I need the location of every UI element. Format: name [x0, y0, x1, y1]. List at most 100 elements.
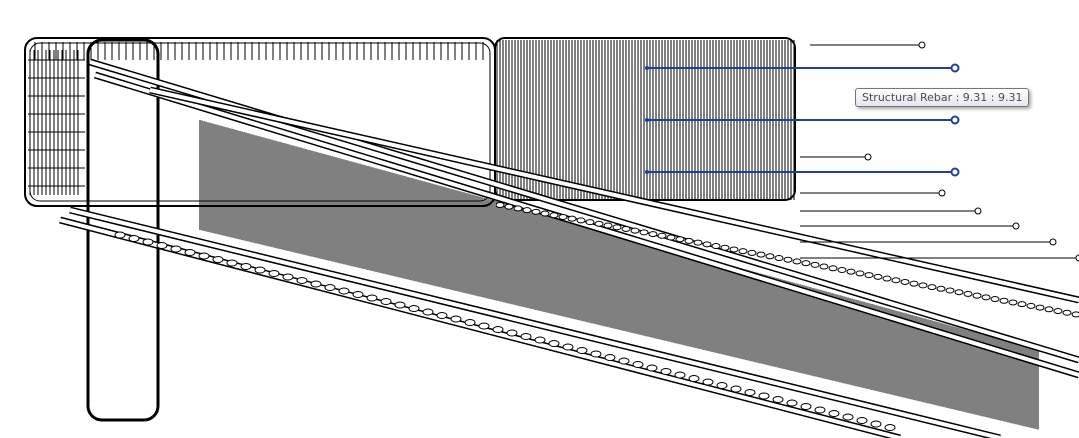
tie-link: [450, 315, 462, 323]
tie-link: [738, 248, 748, 255]
tie-link: [855, 270, 865, 277]
tie-link: [954, 289, 964, 296]
tie-link: [594, 220, 604, 227]
tie-link: [774, 255, 784, 262]
tie-link: [338, 287, 350, 295]
tie-link: [702, 241, 712, 248]
tie-link: [666, 234, 676, 241]
tie-link: [693, 239, 703, 246]
leader-end-icon: [974, 207, 982, 215]
tie-link: [891, 277, 901, 284]
tie-link: [688, 375, 700, 382]
tie-link: [408, 305, 420, 312]
tie-link: [464, 319, 476, 326]
highlight-grip-icon: [950, 167, 960, 177]
tie-link: [711, 243, 721, 250]
tie-link: [758, 392, 770, 400]
tie-link: [520, 333, 532, 340]
tie-link: [900, 278, 910, 285]
tie-link: [531, 208, 541, 215]
tie-link: [170, 245, 182, 253]
tie-link: [156, 242, 168, 249]
tie-link: [380, 298, 392, 305]
longitudinal-bar: [69, 208, 1001, 438]
tie-link: [1071, 311, 1079, 318]
tie-link: [142, 238, 154, 246]
tie-link: [478, 322, 490, 330]
tie-link: [268, 270, 280, 277]
tie-link: [639, 229, 649, 236]
tie-link: [366, 294, 378, 302]
tie-link: [1044, 306, 1054, 313]
tie-link: [990, 296, 1000, 303]
tie-link: [772, 396, 784, 403]
leader-end-icon: [938, 189, 946, 197]
tie-link: [936, 285, 946, 292]
tie-link: [927, 284, 937, 291]
leader-end-icon: [918, 41, 926, 49]
tie-link: [837, 266, 847, 273]
tie-link: [585, 219, 595, 226]
leader-end-icon: [1075, 254, 1079, 262]
tie-link: [873, 273, 883, 280]
tie-link: [819, 263, 829, 270]
tie-link: [630, 227, 640, 234]
tie-link: [981, 294, 991, 301]
tie-link: [783, 256, 793, 263]
highlight-start-point: [645, 170, 649, 174]
tie-link: [1062, 309, 1072, 316]
tie-link: [646, 364, 658, 372]
tie-link: [352, 291, 364, 298]
tie-link: [436, 312, 448, 319]
tie-link: [814, 406, 826, 414]
tie-link: [648, 231, 658, 238]
tie-link: [254, 266, 266, 274]
highlight-start-point: [645, 66, 649, 70]
tie-link: [576, 347, 588, 354]
tie-link: [792, 258, 802, 265]
tie-link: [184, 249, 196, 256]
tie-link: [800, 403, 812, 410]
tie-link: [562, 343, 574, 351]
tie-link: [1017, 301, 1027, 308]
tie-link: [212, 256, 224, 263]
tie-link: [1035, 304, 1045, 311]
tie-link: [729, 246, 739, 253]
tie-link: [422, 308, 434, 316]
tie-link: [1053, 308, 1063, 315]
tie-link: [765, 253, 775, 260]
longitudinal-bar: [94, 73, 1079, 377]
tie-link: [999, 297, 1009, 304]
tie-link: [972, 292, 982, 299]
tie-link: [1026, 302, 1036, 309]
tie-link: [945, 287, 955, 294]
tie-link: [492, 326, 504, 333]
tie-link: [856, 417, 868, 424]
tie-link: [324, 284, 336, 291]
tie-link: [756, 251, 766, 258]
tie-link: [394, 301, 406, 309]
tie-link: [590, 350, 602, 358]
tie-link: [296, 277, 308, 284]
tie-link: [612, 224, 622, 231]
longitudinal-bar: [149, 88, 1079, 302]
tie-link: [909, 280, 919, 287]
leader-end-icon: [1012, 222, 1020, 230]
tie-link: [632, 361, 644, 368]
tie-link: [918, 282, 928, 289]
tie-link: [882, 275, 892, 282]
tie-link: [716, 382, 728, 389]
tie-link: [618, 357, 630, 365]
tie-link: [495, 202, 505, 208]
tie-link: [504, 203, 514, 210]
tie-link: [730, 385, 742, 393]
tie-link: [657, 232, 667, 239]
tie-link: [828, 265, 838, 272]
tie-link: [786, 399, 798, 407]
leader-end-icon: [1049, 238, 1057, 246]
tie-link: [621, 225, 631, 232]
leader-end-icon: [864, 153, 872, 161]
tie-link: [282, 273, 294, 281]
